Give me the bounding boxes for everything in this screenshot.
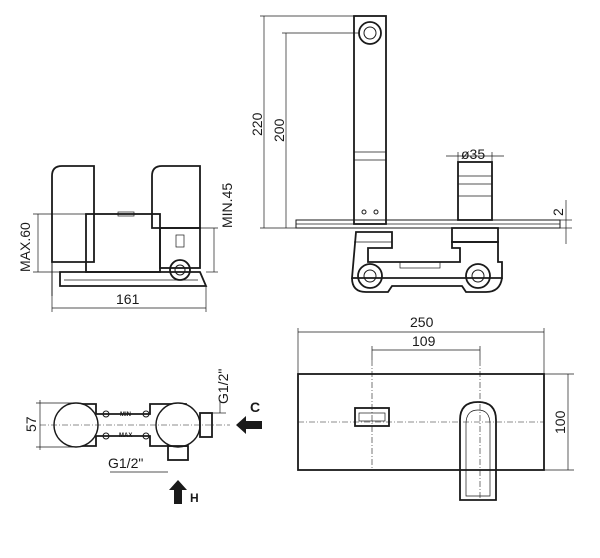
body-tab bbox=[117, 211, 135, 217]
dim-57-text: 57 bbox=[23, 416, 39, 432]
inlet-pipe-bottom bbox=[167, 445, 189, 461]
plan-screw-top-r bbox=[142, 410, 150, 418]
spout-front-inner bbox=[358, 412, 386, 422]
port-right-inner bbox=[471, 269, 485, 283]
handle-left bbox=[51, 165, 95, 263]
port-left bbox=[357, 263, 383, 289]
g12-right-text: G1/2" bbox=[215, 369, 231, 404]
dim-220-text: 220 bbox=[249, 112, 265, 136]
plan-screw-top bbox=[102, 410, 110, 418]
g12-bottom-text: G1/2" bbox=[108, 455, 143, 471]
side-view: MAX.60 MIN.45 161 bbox=[17, 165, 235, 312]
inlet-pipe-right bbox=[199, 412, 213, 438]
port-right bbox=[465, 263, 491, 289]
front-elevation: 220 200 ø35 2 bbox=[249, 15, 572, 293]
cartridge-flange bbox=[451, 227, 499, 243]
spout-outlet bbox=[358, 21, 382, 45]
inlet-bore bbox=[174, 264, 186, 276]
label-hot: H bbox=[190, 491, 199, 505]
housing-slot bbox=[399, 261, 441, 269]
port-left-inner bbox=[363, 269, 377, 283]
label-max: MAX bbox=[119, 433, 132, 439]
hot-arrow-icon bbox=[169, 480, 187, 504]
valve-body bbox=[85, 213, 161, 273]
dim-200-text: 200 bbox=[271, 118, 287, 142]
housing-bottom bbox=[351, 277, 503, 293]
label-cold: C bbox=[250, 399, 260, 415]
valve-housing bbox=[351, 231, 503, 279]
dim-max60-text: MAX.60 bbox=[17, 222, 33, 272]
plan-screw-bot bbox=[102, 432, 110, 440]
spout bbox=[353, 15, 387, 225]
inlet-box bbox=[159, 227, 201, 269]
inlet-ring bbox=[169, 259, 191, 281]
spout-screw-2 bbox=[373, 209, 379, 215]
plate-view: 250 109 100 bbox=[297, 314, 574, 501]
inlet-slot bbox=[175, 234, 185, 248]
plan-screw-bot-r bbox=[142, 432, 150, 440]
label-min: MIN bbox=[120, 412, 131, 418]
dim-2-text: 2 bbox=[550, 208, 566, 216]
dim-min45-text: MIN.45 bbox=[219, 183, 235, 228]
dim-161-text: 161 bbox=[116, 291, 140, 307]
lever-front bbox=[459, 401, 497, 501]
lever-front-inner bbox=[465, 409, 491, 497]
dim-109-text: 109 bbox=[412, 333, 436, 349]
dim-35-text: ø35 bbox=[461, 146, 485, 162]
spout-outlet-inner bbox=[363, 26, 377, 40]
lever-body bbox=[457, 161, 493, 221]
dim-250-text: 250 bbox=[410, 314, 434, 330]
spout-screw-1 bbox=[361, 209, 367, 215]
dim-100-text: 100 bbox=[552, 410, 568, 434]
handle-right bbox=[151, 165, 201, 229]
cold-arrow-icon bbox=[236, 416, 262, 434]
spout-front bbox=[354, 407, 390, 427]
plan-view: MIN MAX 57 G1/2" G1/2" C H bbox=[23, 369, 262, 505]
